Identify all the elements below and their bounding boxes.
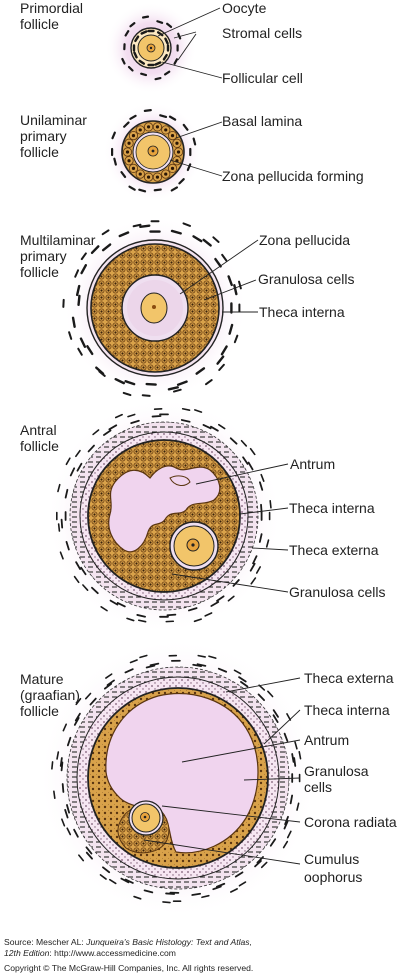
part-labels: Oocyte Stromal cells Follicular cell Bas… — [222, 0, 397, 885]
stage-unilaminar-line1: Unilaminar — [20, 112, 87, 128]
label-theca-interna-multilaminar: Theca interna — [259, 304, 345, 320]
footer: Source: Mescher AL: Junqueira's Basic Hi… — [4, 937, 253, 974]
multilaminar-follicle-drawing — [62, 220, 242, 397]
label-basal-lamina: Basal lamina — [222, 113, 302, 129]
label-theca-externa-antral: Theca externa — [289, 542, 379, 558]
footer-edition-url: 12th Edition: http://www.accessmedicine.… — [4, 948, 253, 959]
label-antrum-mature: Antrum — [304, 732, 349, 748]
stage-primordial-line2: follicle — [20, 16, 59, 32]
stage-unilaminar-line2: primary — [20, 128, 67, 144]
unilaminar-follicle-drawing — [110, 109, 197, 193]
label-granulosa-mature-line2: cells — [304, 779, 332, 795]
stage-mature-line1: Mature — [20, 671, 64, 687]
stage-antral-line1: Antral — [20, 422, 57, 438]
label-zona-pellucida-forming: Zona pellucida forming — [222, 168, 364, 184]
stage-multilaminar-line1: Multilaminar — [20, 232, 96, 248]
label-granulosa-cells-antral: Granulosa cells — [289, 584, 386, 600]
stage-multilaminar-line2: primary — [20, 248, 67, 264]
label-stromal-cells: Stromal cells — [222, 25, 302, 41]
label-theca-interna-mature: Theca interna — [304, 702, 390, 718]
label-zona-pellucida: Zona pellucida — [259, 232, 350, 248]
leader-lines — [143, 7, 301, 865]
footer-url: : http://www.accessmedicine.com — [49, 948, 176, 958]
footer-source: Source: Mescher AL: Junqueira's Basic Hi… — [4, 937, 252, 947]
label-antrum-antral: Antrum — [290, 456, 335, 472]
label-follicular-cell: Follicular cell — [222, 70, 303, 86]
label-corona-radiata: Corona radiata — [304, 814, 397, 830]
stage-antral-line2: follicle — [20, 438, 59, 454]
follicle-development-diagram: Primordial follicle Unilaminar primary f… — [20, 0, 397, 918]
label-theca-externa-mature: Theca externa — [304, 670, 394, 686]
footer-book-title: Junqueira's Basic Histology: Text and At… — [86, 937, 252, 947]
stage-labels: Primordial follicle Unilaminar primary f… — [20, 0, 96, 719]
stage-unilaminar-line3: follicle — [20, 144, 59, 160]
footer-edition: 12th Edition — [4, 948, 50, 958]
label-theca-interna-antral: Theca interna — [289, 500, 375, 516]
stage-multilaminar-line3: follicle — [20, 264, 59, 280]
label-cumulus-oophorus-line2: oophorus — [304, 869, 362, 885]
stage-primordial-line1: Primordial — [20, 0, 83, 16]
antral-follicle-drawing — [55, 407, 272, 623]
footer-copyright: Copyright © The McGraw-Hill Companies, I… — [4, 963, 254, 973]
stage-mature-line2: (graafian) — [20, 687, 80, 703]
stage-mature-line3: follicle — [20, 703, 59, 719]
label-cumulus-oophorus-line1: Cumulus — [304, 851, 359, 867]
primordial-follicle-drawing — [121, 15, 182, 81]
label-oocyte: Oocyte — [222, 0, 267, 16]
label-granulosa-mature-line1: Granulosa — [304, 763, 369, 779]
label-granulosa-cells-multilaminar: Granulosa cells — [258, 271, 355, 287]
